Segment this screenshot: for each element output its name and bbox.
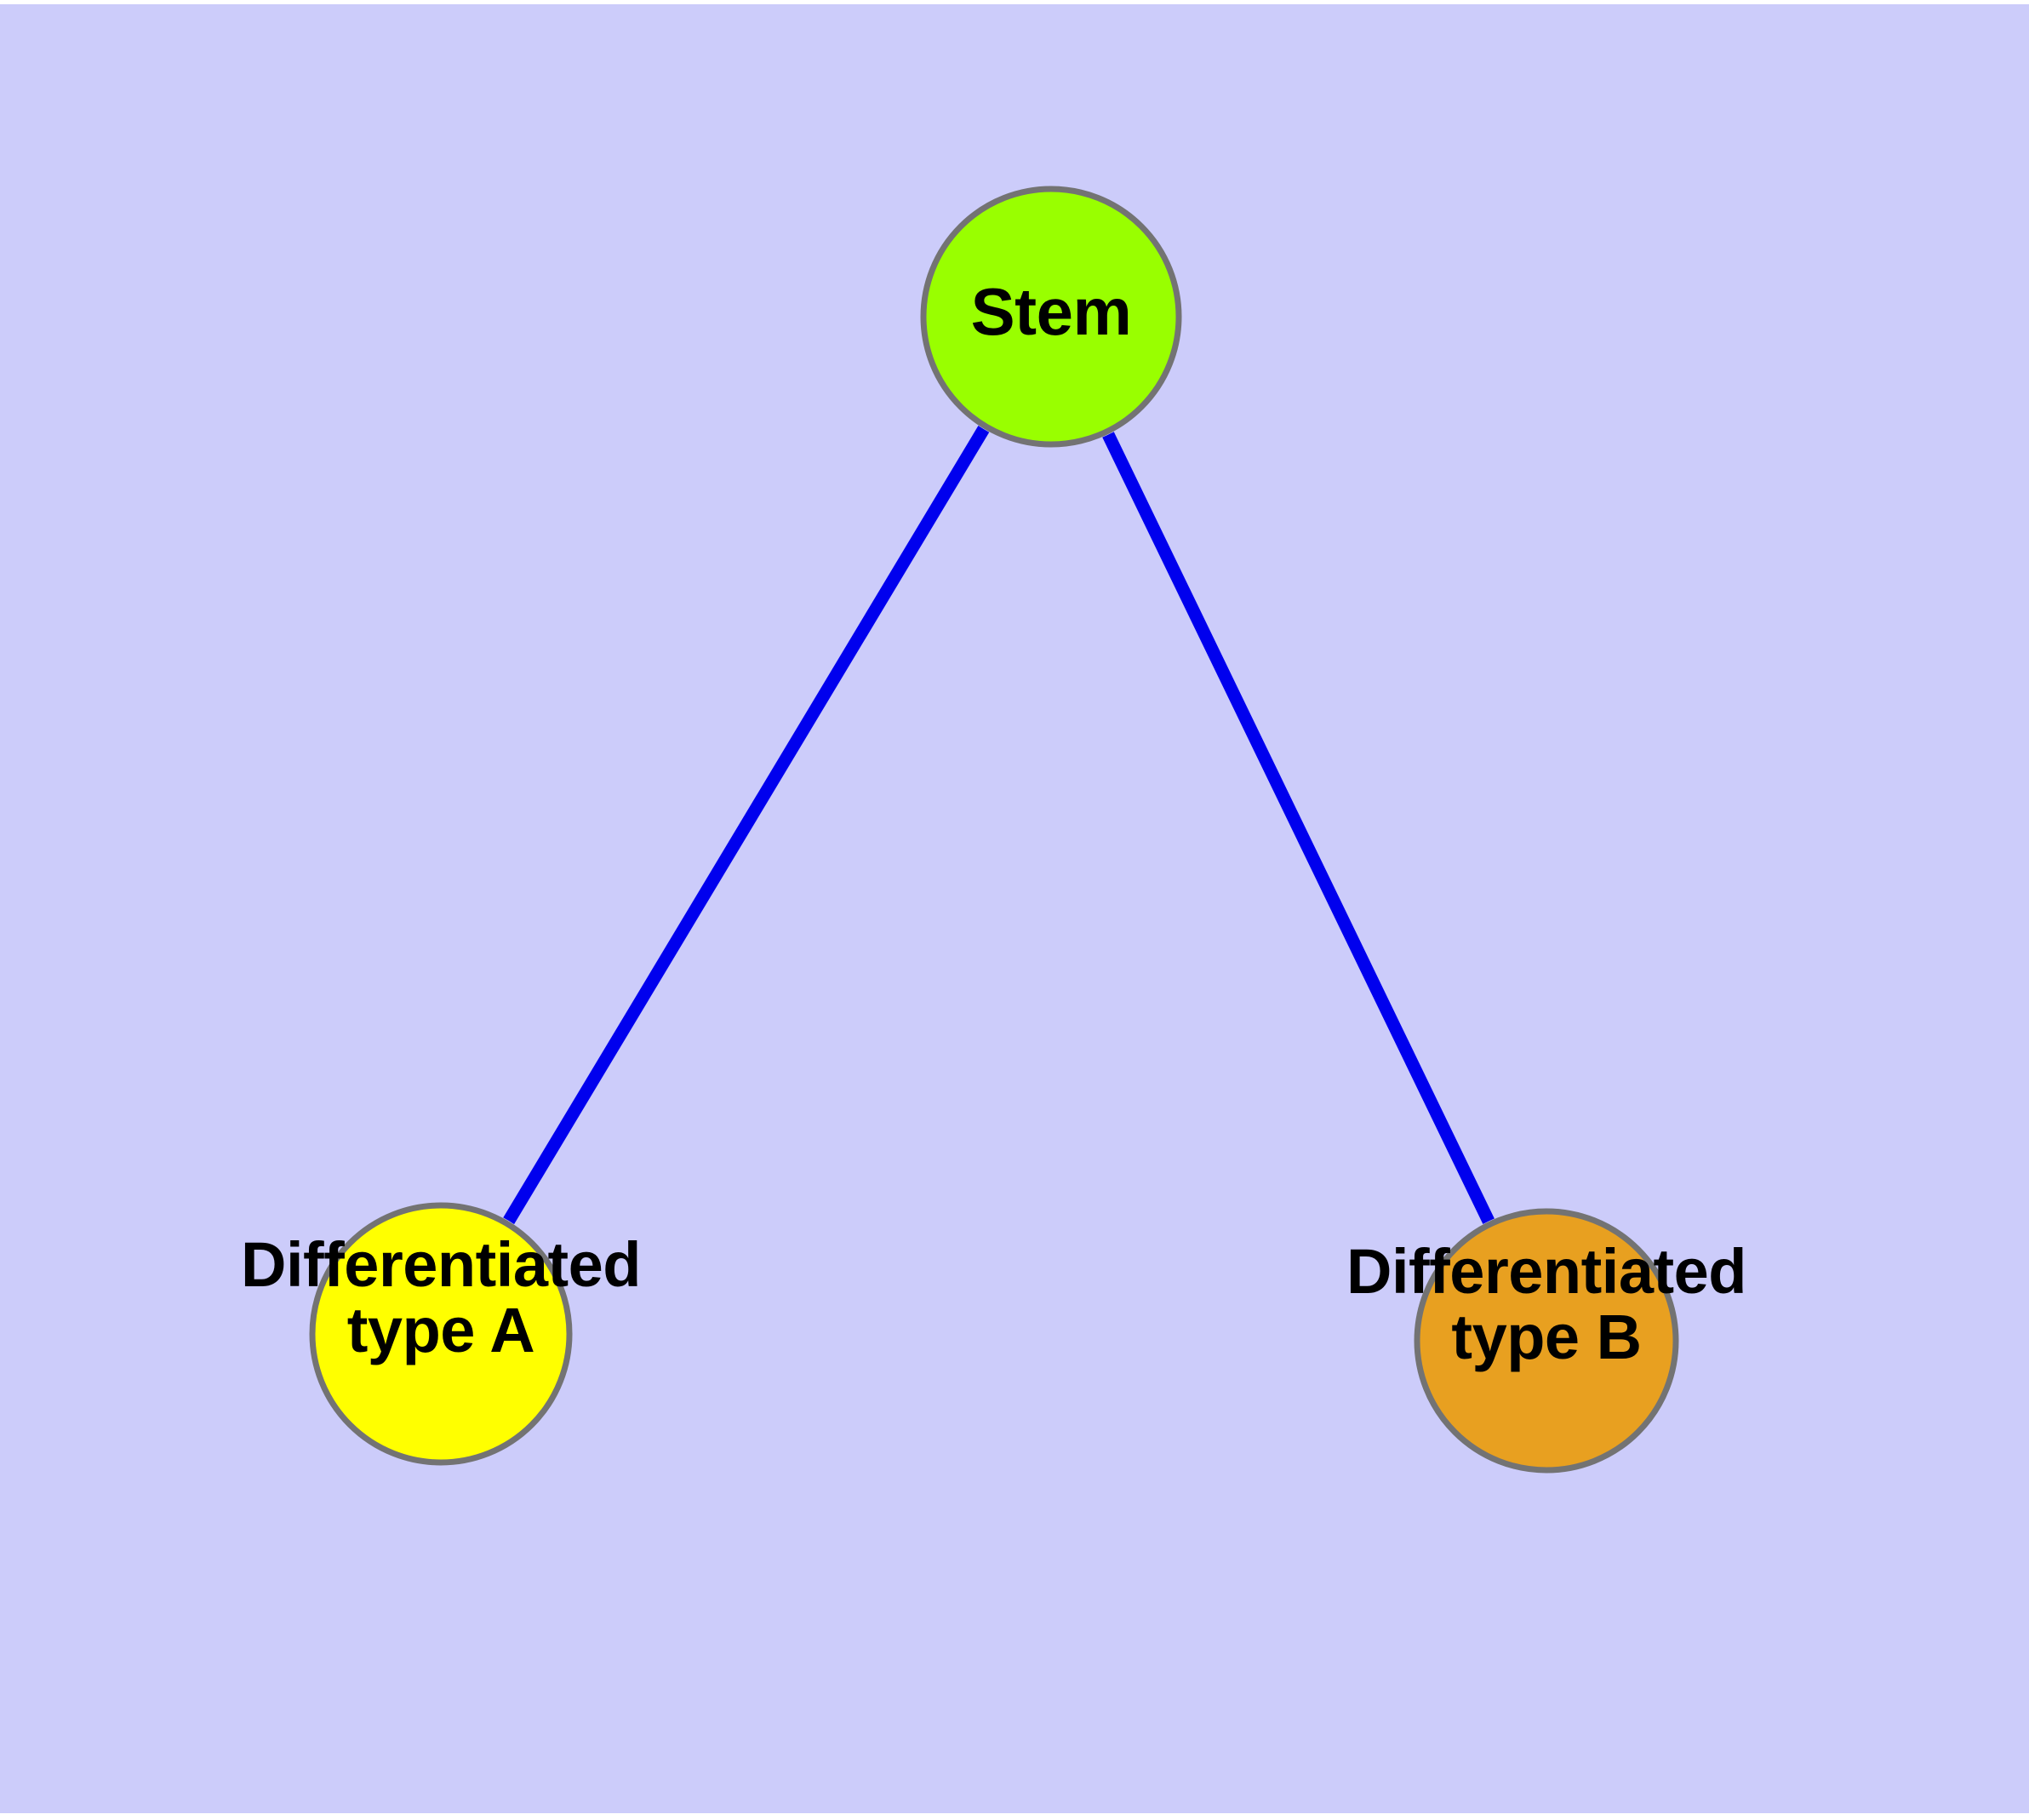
node-differentiated-type-b[interactable] <box>1414 1208 1679 1474</box>
node-differentiated-type-a[interactable] <box>309 1202 573 1466</box>
edge-stem-to-differentiated-type-a[interactable] <box>435 313 1057 1337</box>
node-stem[interactable] <box>920 186 1182 448</box>
nodes-group <box>309 186 1679 1474</box>
edge-stem-to-differentiated-type-b[interactable] <box>1045 313 1552 1344</box>
edges-group <box>435 313 1552 1344</box>
